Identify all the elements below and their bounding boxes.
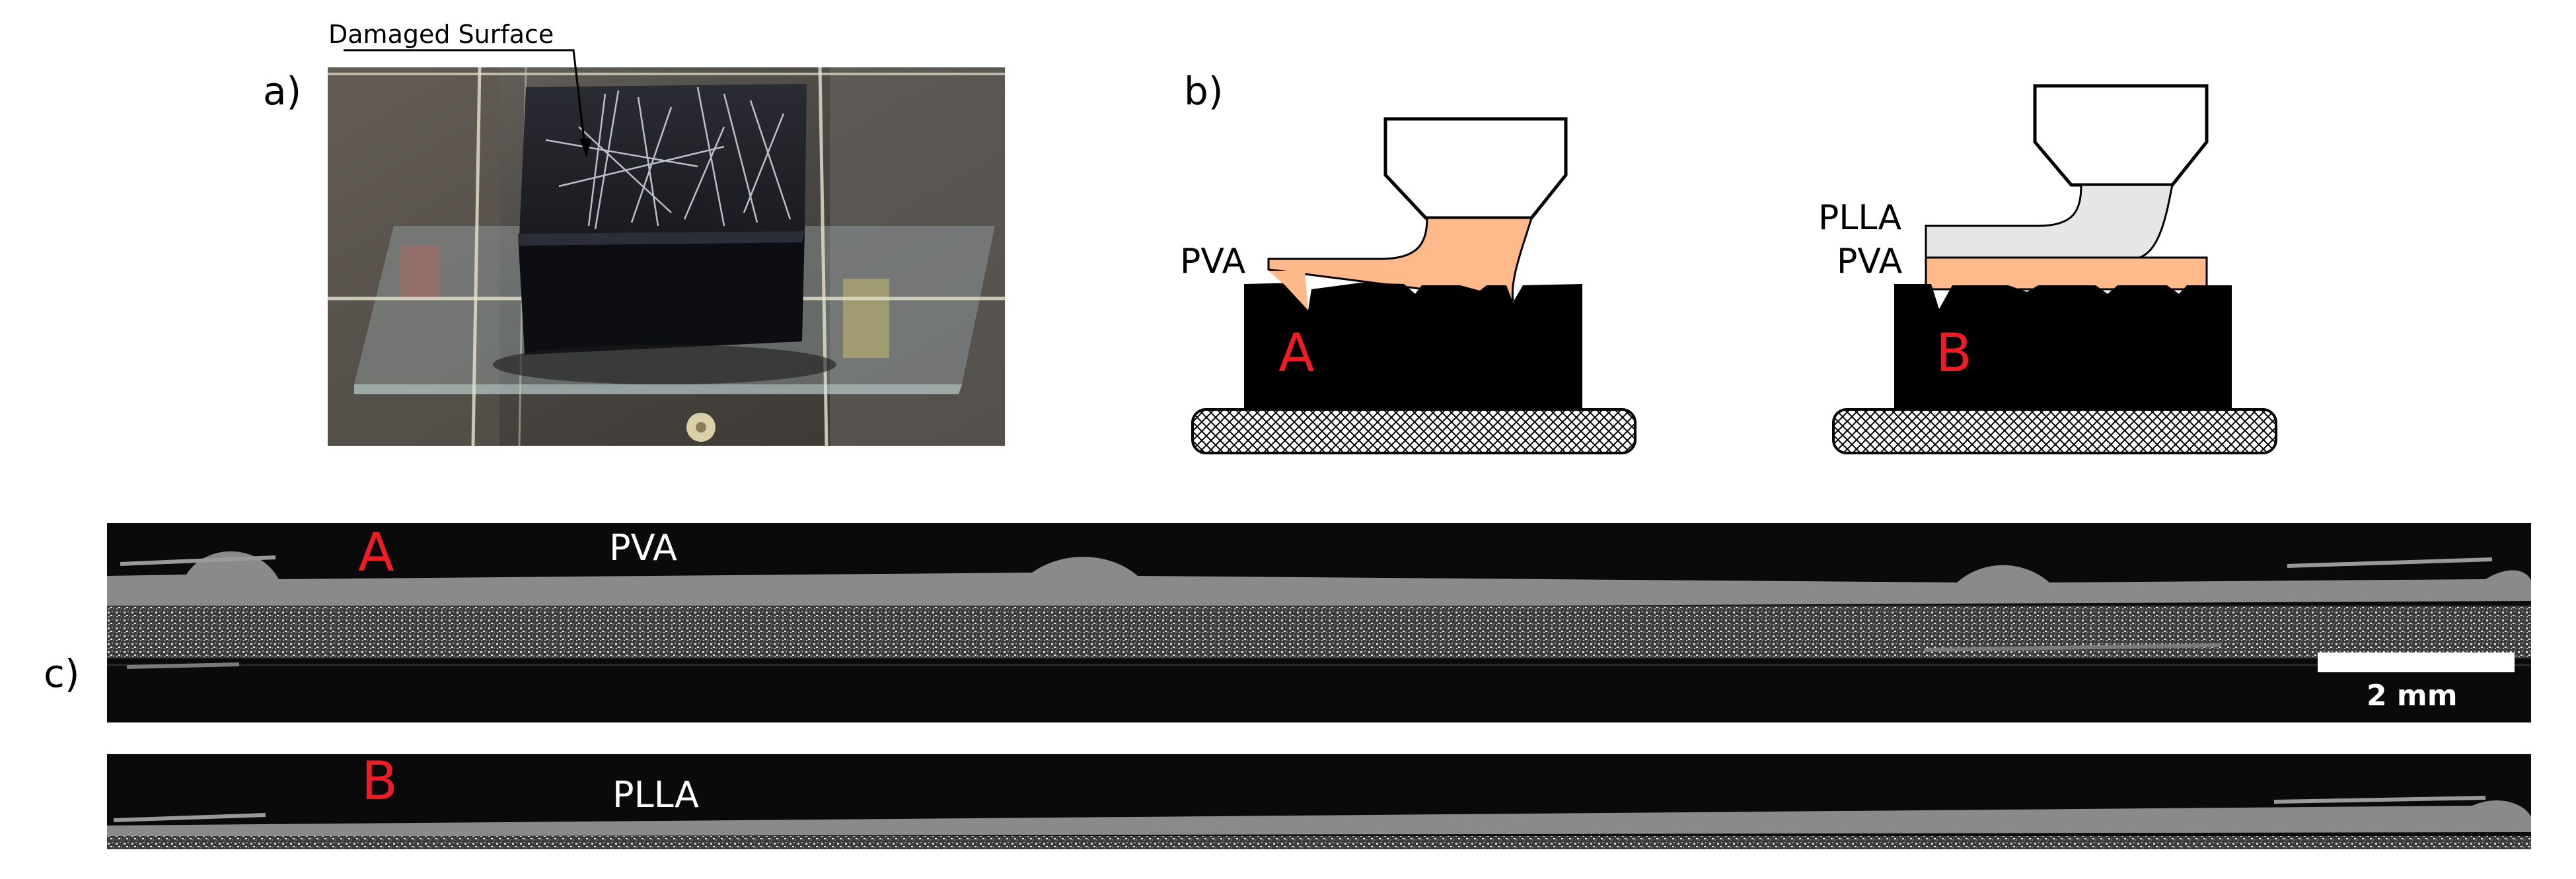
schematic-a [1191, 117, 1637, 454]
schematic-b-letter: B [1936, 322, 1972, 384]
crosshatched-base-icon [1191, 408, 1637, 454]
schematic-b-pva-label: PVA [1837, 242, 1903, 281]
ct-scan-b: B PLLA [107, 754, 2531, 849]
damaged-surface-label: Damaged Surface [328, 20, 554, 49]
sample-photo [328, 67, 1005, 446]
scan-b-material: PLLA [612, 774, 699, 816]
scan-a-material: PVA [609, 527, 677, 569]
panel-c-label: c) [44, 651, 80, 696]
schematic-a-letter: A [1278, 322, 1315, 384]
damaged-surface-arrow-icon [344, 49, 591, 157]
schematic-a-pva-label: PVA [1180, 242, 1246, 281]
nozzle-icon [2033, 84, 2209, 187]
scan-b-letter: B [361, 754, 398, 812]
nozzle-icon [1383, 117, 1568, 220]
schematic-b [1832, 84, 2277, 454]
panel-a-label: a) [263, 69, 302, 114]
scale-bar [2318, 652, 2515, 672]
crosshatched-base-icon [1832, 408, 2277, 454]
ct-scan-b-image [107, 754, 2531, 849]
scan-a-letter: A [358, 523, 394, 583]
scale-bar-label: 2 mm [2367, 679, 2458, 713]
schematic-b-plla-label: PLLA [1818, 198, 1902, 238]
ct-scan-a: A PVA 2 mm [107, 523, 2531, 722]
panel-b-label: b) [1184, 69, 1224, 114]
ct-scan-a-image [107, 523, 2531, 722]
